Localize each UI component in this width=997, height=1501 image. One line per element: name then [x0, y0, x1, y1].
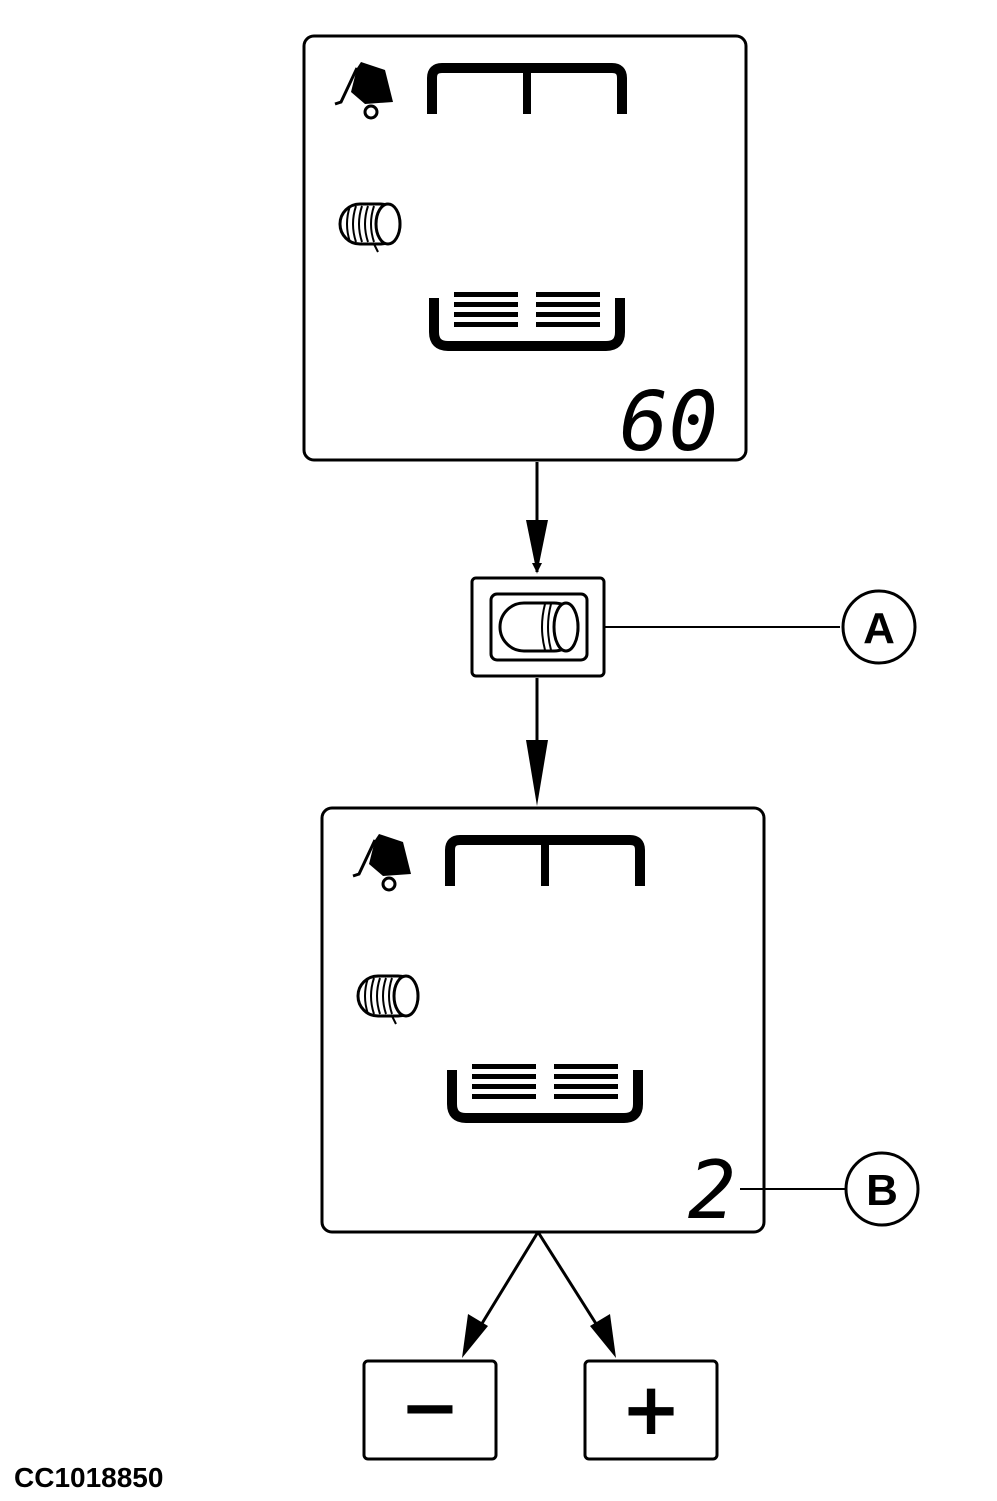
- pickup-icon: [447, 1064, 643, 1123]
- flow-arrow-2-head: [526, 740, 548, 806]
- callout-b: B: [844, 1151, 920, 1227]
- flow-arrow-1-head: [526, 520, 548, 574]
- display-top-readout: 60: [619, 375, 718, 470]
- flow-arrow-plus: [536, 1231, 602, 1331]
- plus-button[interactable]: +: [583, 1359, 719, 1461]
- round-bale-icon: [338, 202, 402, 253]
- plus-button-frame[interactable]: [583, 1359, 719, 1461]
- display-bottom-readout: 2: [688, 1144, 736, 1237]
- minus-button-label: −: [400, 1365, 460, 1449]
- plus-button-label: +: [621, 1367, 681, 1451]
- callout-a-letter: A: [863, 604, 895, 653]
- bale-chamber-icon: [445, 835, 645, 886]
- display-top: 60: [302, 34, 748, 470]
- display-top-frame: [302, 34, 748, 462]
- minus-button-frame[interactable]: [362, 1359, 498, 1461]
- baler-icon: [334, 62, 393, 120]
- flow-arrow-plus-head: [590, 1314, 616, 1358]
- minus-button[interactable]: −: [362, 1359, 498, 1461]
- callout-a: A: [841, 589, 917, 665]
- bale-chamber-icon: [427, 63, 627, 114]
- bale-select-key[interactable]: [470, 576, 606, 678]
- display-bottom: 2: [320, 806, 766, 1237]
- round-bale-icon: [356, 974, 420, 1025]
- callout-b-letter: B: [866, 1166, 898, 1215]
- pickup-icon: [429, 292, 625, 351]
- display-bottom-frame: [320, 806, 766, 1234]
- baler-icon: [352, 834, 411, 892]
- bale-select-key-icon: [498, 601, 580, 653]
- figure-id: CC1018850: [14, 1462, 164, 1493]
- flow-arrow-minus: [476, 1231, 540, 1331]
- flow-arrow-minus-head: [462, 1314, 488, 1358]
